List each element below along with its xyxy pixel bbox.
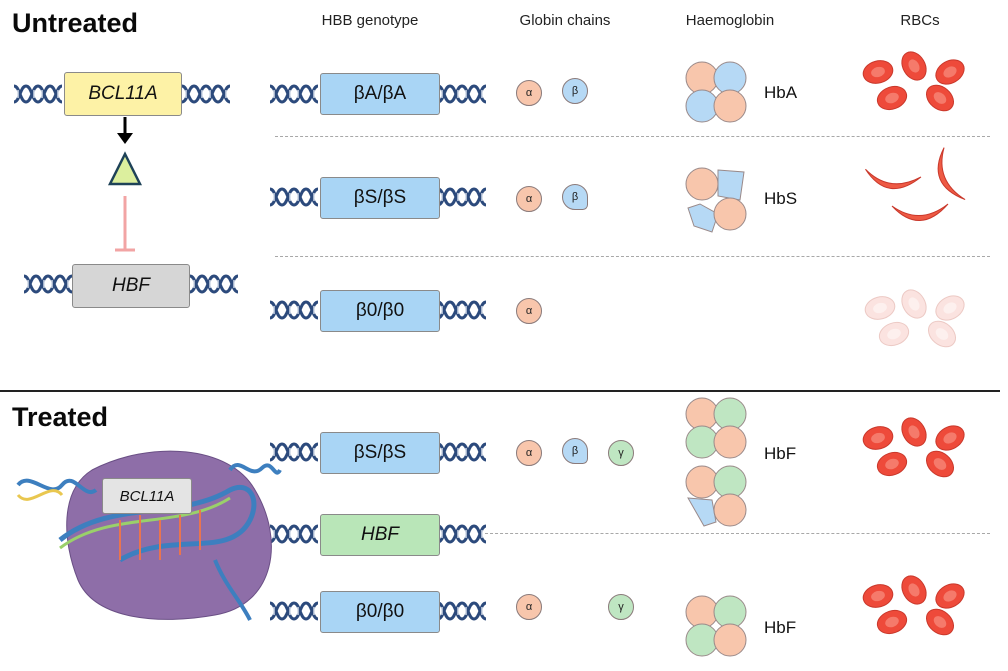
genotype-box-r2: βS/βS <box>320 177 440 219</box>
hb-label-t1: HbF <box>764 444 797 463</box>
genotype-box-t2: β0/β0 <box>320 591 440 633</box>
hb-label-t2: HbF <box>764 618 797 637</box>
hba-tetramer-icon <box>685 61 747 123</box>
dna-helix-icon <box>268 524 320 544</box>
genotype-box-t1: βS/βS <box>320 432 440 474</box>
alpha-chain: α <box>516 186 542 212</box>
header-hbb-genotype: HBB genotype <box>321 12 419 29</box>
section-divider <box>0 390 1000 392</box>
dna-helix-icon <box>268 300 320 320</box>
alpha-chain: α <box>516 80 542 106</box>
gamma-chain: γ <box>608 594 634 620</box>
header-rbcs: RBCs <box>900 12 940 29</box>
hb-label-r2: HbS <box>764 189 798 208</box>
genotype-box-r1: βA/βA <box>320 73 440 115</box>
hb-label-r1: HbA <box>764 83 798 102</box>
hbf-gene-box-treated: HBF <box>320 514 440 556</box>
genotype-box-r3: β0/β0 <box>320 290 440 332</box>
beta-chain-sickle: β <box>562 184 588 210</box>
arrow-down-icon <box>117 117 133 144</box>
row-divider-3 <box>485 533 990 534</box>
hbf-gene-box: HBF <box>72 264 190 308</box>
gamma-chain: γ <box>608 440 634 466</box>
inhibition-line-icon <box>115 196 135 252</box>
header-haemoglobin: Haemoglobin <box>685 12 775 29</box>
cas9-complex-icon <box>16 450 282 621</box>
alpha-chain: α <box>516 594 542 620</box>
treated-title: Treated <box>12 402 109 432</box>
bcl11a-gene-box: BCL11A <box>64 72 182 116</box>
bcl11a-protein-triangle-icon <box>107 151 143 186</box>
dna-helix-icon <box>268 442 320 462</box>
row-divider-1 <box>275 136 990 137</box>
hbs-tetramer-icon <box>685 167 747 233</box>
dna-helix-icon <box>268 601 320 621</box>
edited-bcl11a-box: BCL11A <box>102 478 192 514</box>
dna-helix-icon <box>436 84 488 104</box>
dna-helix-icon <box>436 442 488 462</box>
hbf-tetramer-icon <box>685 397 747 459</box>
dna-helix-icon <box>180 84 232 104</box>
untreated-title: Untreated <box>12 8 139 38</box>
dna-helix-icon <box>188 274 240 294</box>
hbf-tetramer-icon <box>685 595 747 657</box>
beta-chain-sickle: β <box>562 438 588 464</box>
dna-helix-icon <box>436 187 488 207</box>
header-globin-chains: Globin chains <box>519 12 611 29</box>
dna-helix-icon <box>22 274 74 294</box>
alpha-chain: α <box>516 298 542 324</box>
alpha-chain: α <box>516 440 542 466</box>
dna-helix-icon <box>436 601 488 621</box>
beta-chain: β <box>562 78 588 104</box>
dna-helix-icon <box>268 187 320 207</box>
dna-helix-icon <box>436 524 488 544</box>
row-divider-2 <box>275 256 990 257</box>
rbc-cluster-normal-icon <box>860 413 969 483</box>
dna-helix-icon <box>268 84 320 104</box>
rbc-cluster-normal-icon <box>860 47 969 117</box>
hbf-variant-tetramer-icon <box>685 465 747 527</box>
rbc-cluster-faint-icon <box>862 285 969 353</box>
rbc-cluster-normal-icon <box>860 571 969 641</box>
dna-helix-icon <box>436 300 488 320</box>
rbc-cluster-sickle-icon <box>862 146 966 222</box>
dna-helix-icon <box>12 84 64 104</box>
